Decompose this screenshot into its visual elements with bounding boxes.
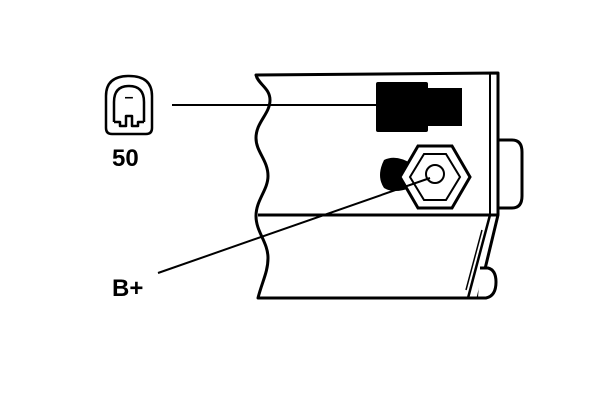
terminal-50-connector	[376, 82, 462, 132]
connector-plug-icon-glyph: –	[125, 89, 134, 106]
terminal-50-label: 50	[112, 145, 139, 172]
shaft-stub-lower	[478, 266, 498, 300]
connector-plug-icon-inner	[112, 84, 146, 122]
connector-tab	[428, 88, 462, 126]
shaft-stub	[478, 138, 524, 300]
hex-nut-inner	[408, 153, 462, 201]
lower-edge-slant-2	[465, 229, 483, 291]
battery-positive-terminal	[380, 144, 472, 210]
terminal-stud	[425, 164, 445, 184]
battery-positive-label: B+	[112, 275, 143, 302]
lower-edge-slant-1	[466, 214, 492, 299]
shaft-stub-upper	[496, 138, 524, 210]
connector-plug-icon: –	[104, 74, 154, 136]
leader-lines	[157, 104, 431, 274]
connector-plug-icon-pins	[114, 114, 144, 128]
leader-line-b-plus	[157, 177, 431, 274]
housing-body	[254, 71, 500, 300]
connector-plug-icon-outline	[104, 74, 154, 136]
connector-block	[376, 82, 428, 132]
